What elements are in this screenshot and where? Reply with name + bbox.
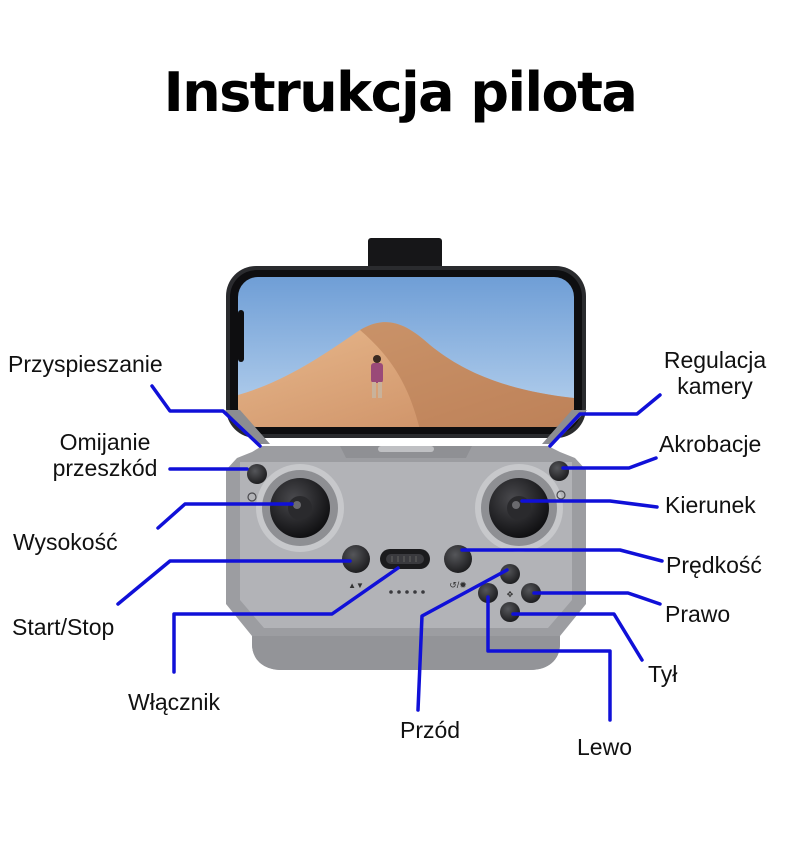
line-predkosc xyxy=(460,548,664,563)
label-przyspieszanie: Przyspieszanie xyxy=(8,351,163,377)
small-marking-icon xyxy=(556,490,566,500)
label-przod: Przód xyxy=(400,717,461,743)
line-przyspieszanie xyxy=(150,384,262,448)
smartphone xyxy=(226,266,586,438)
label-predkosc: Prędkość xyxy=(666,552,762,578)
label-tyl: Tył xyxy=(648,661,678,687)
label-kierunek: Kierunek xyxy=(665,492,756,518)
right-joystick[interactable] xyxy=(475,464,563,552)
page-title: Instrukcja pilota xyxy=(163,61,638,124)
line-lewo xyxy=(486,595,612,722)
drone-takeoff-icon: ▲▼ xyxy=(348,581,364,590)
line-kierunek xyxy=(520,499,659,509)
line-przod xyxy=(416,568,509,712)
line-akrobacje xyxy=(561,456,658,470)
callout-lines xyxy=(116,384,664,722)
dpad-cross-icon: ✥ xyxy=(507,590,514,599)
phone-screen-desert-photo xyxy=(238,277,574,427)
label-regulacja-line1: Regulacja xyxy=(663,347,767,373)
dpad-left-button[interactable] xyxy=(478,583,498,603)
line-start-stop xyxy=(116,559,352,606)
small-marking-icon xyxy=(247,492,257,502)
label-regulacja-line2: kamery xyxy=(677,373,753,399)
dpad-forward-button[interactable] xyxy=(500,564,520,584)
speed-button[interactable] xyxy=(444,545,472,573)
label-omijanie-line1: Omijanie xyxy=(59,429,151,455)
left-joystick[interactable] xyxy=(256,464,344,552)
line-prawo xyxy=(532,591,662,606)
label-wlacznik: Włącznik xyxy=(128,689,221,715)
line-wysokosc xyxy=(156,502,294,530)
battery-indicator-dots xyxy=(389,590,425,594)
label-lewo: Lewo xyxy=(577,734,632,760)
line-tyl xyxy=(511,612,644,662)
speed-light-icon: ↺/✹ xyxy=(449,580,467,590)
dpad-back-button[interactable] xyxy=(500,602,520,622)
label-start-stop: Start/Stop xyxy=(12,614,115,640)
start-stop-button[interactable] xyxy=(342,545,370,573)
label-omijanie-line2: przeszkód xyxy=(52,455,158,481)
power-switch[interactable] xyxy=(380,549,430,569)
label-prawo: Prawo xyxy=(665,601,731,627)
acrobatics-button[interactable] xyxy=(549,461,569,481)
line-wlacznik xyxy=(172,566,400,674)
line-regulacja xyxy=(548,393,662,448)
dpad-right-button[interactable] xyxy=(521,583,541,603)
obstacle-avoid-button[interactable] xyxy=(247,464,267,484)
label-akrobacje: Akrobacje xyxy=(659,431,762,457)
label-wysokosc: Wysokość xyxy=(13,529,118,555)
phone-clamp xyxy=(368,238,442,270)
